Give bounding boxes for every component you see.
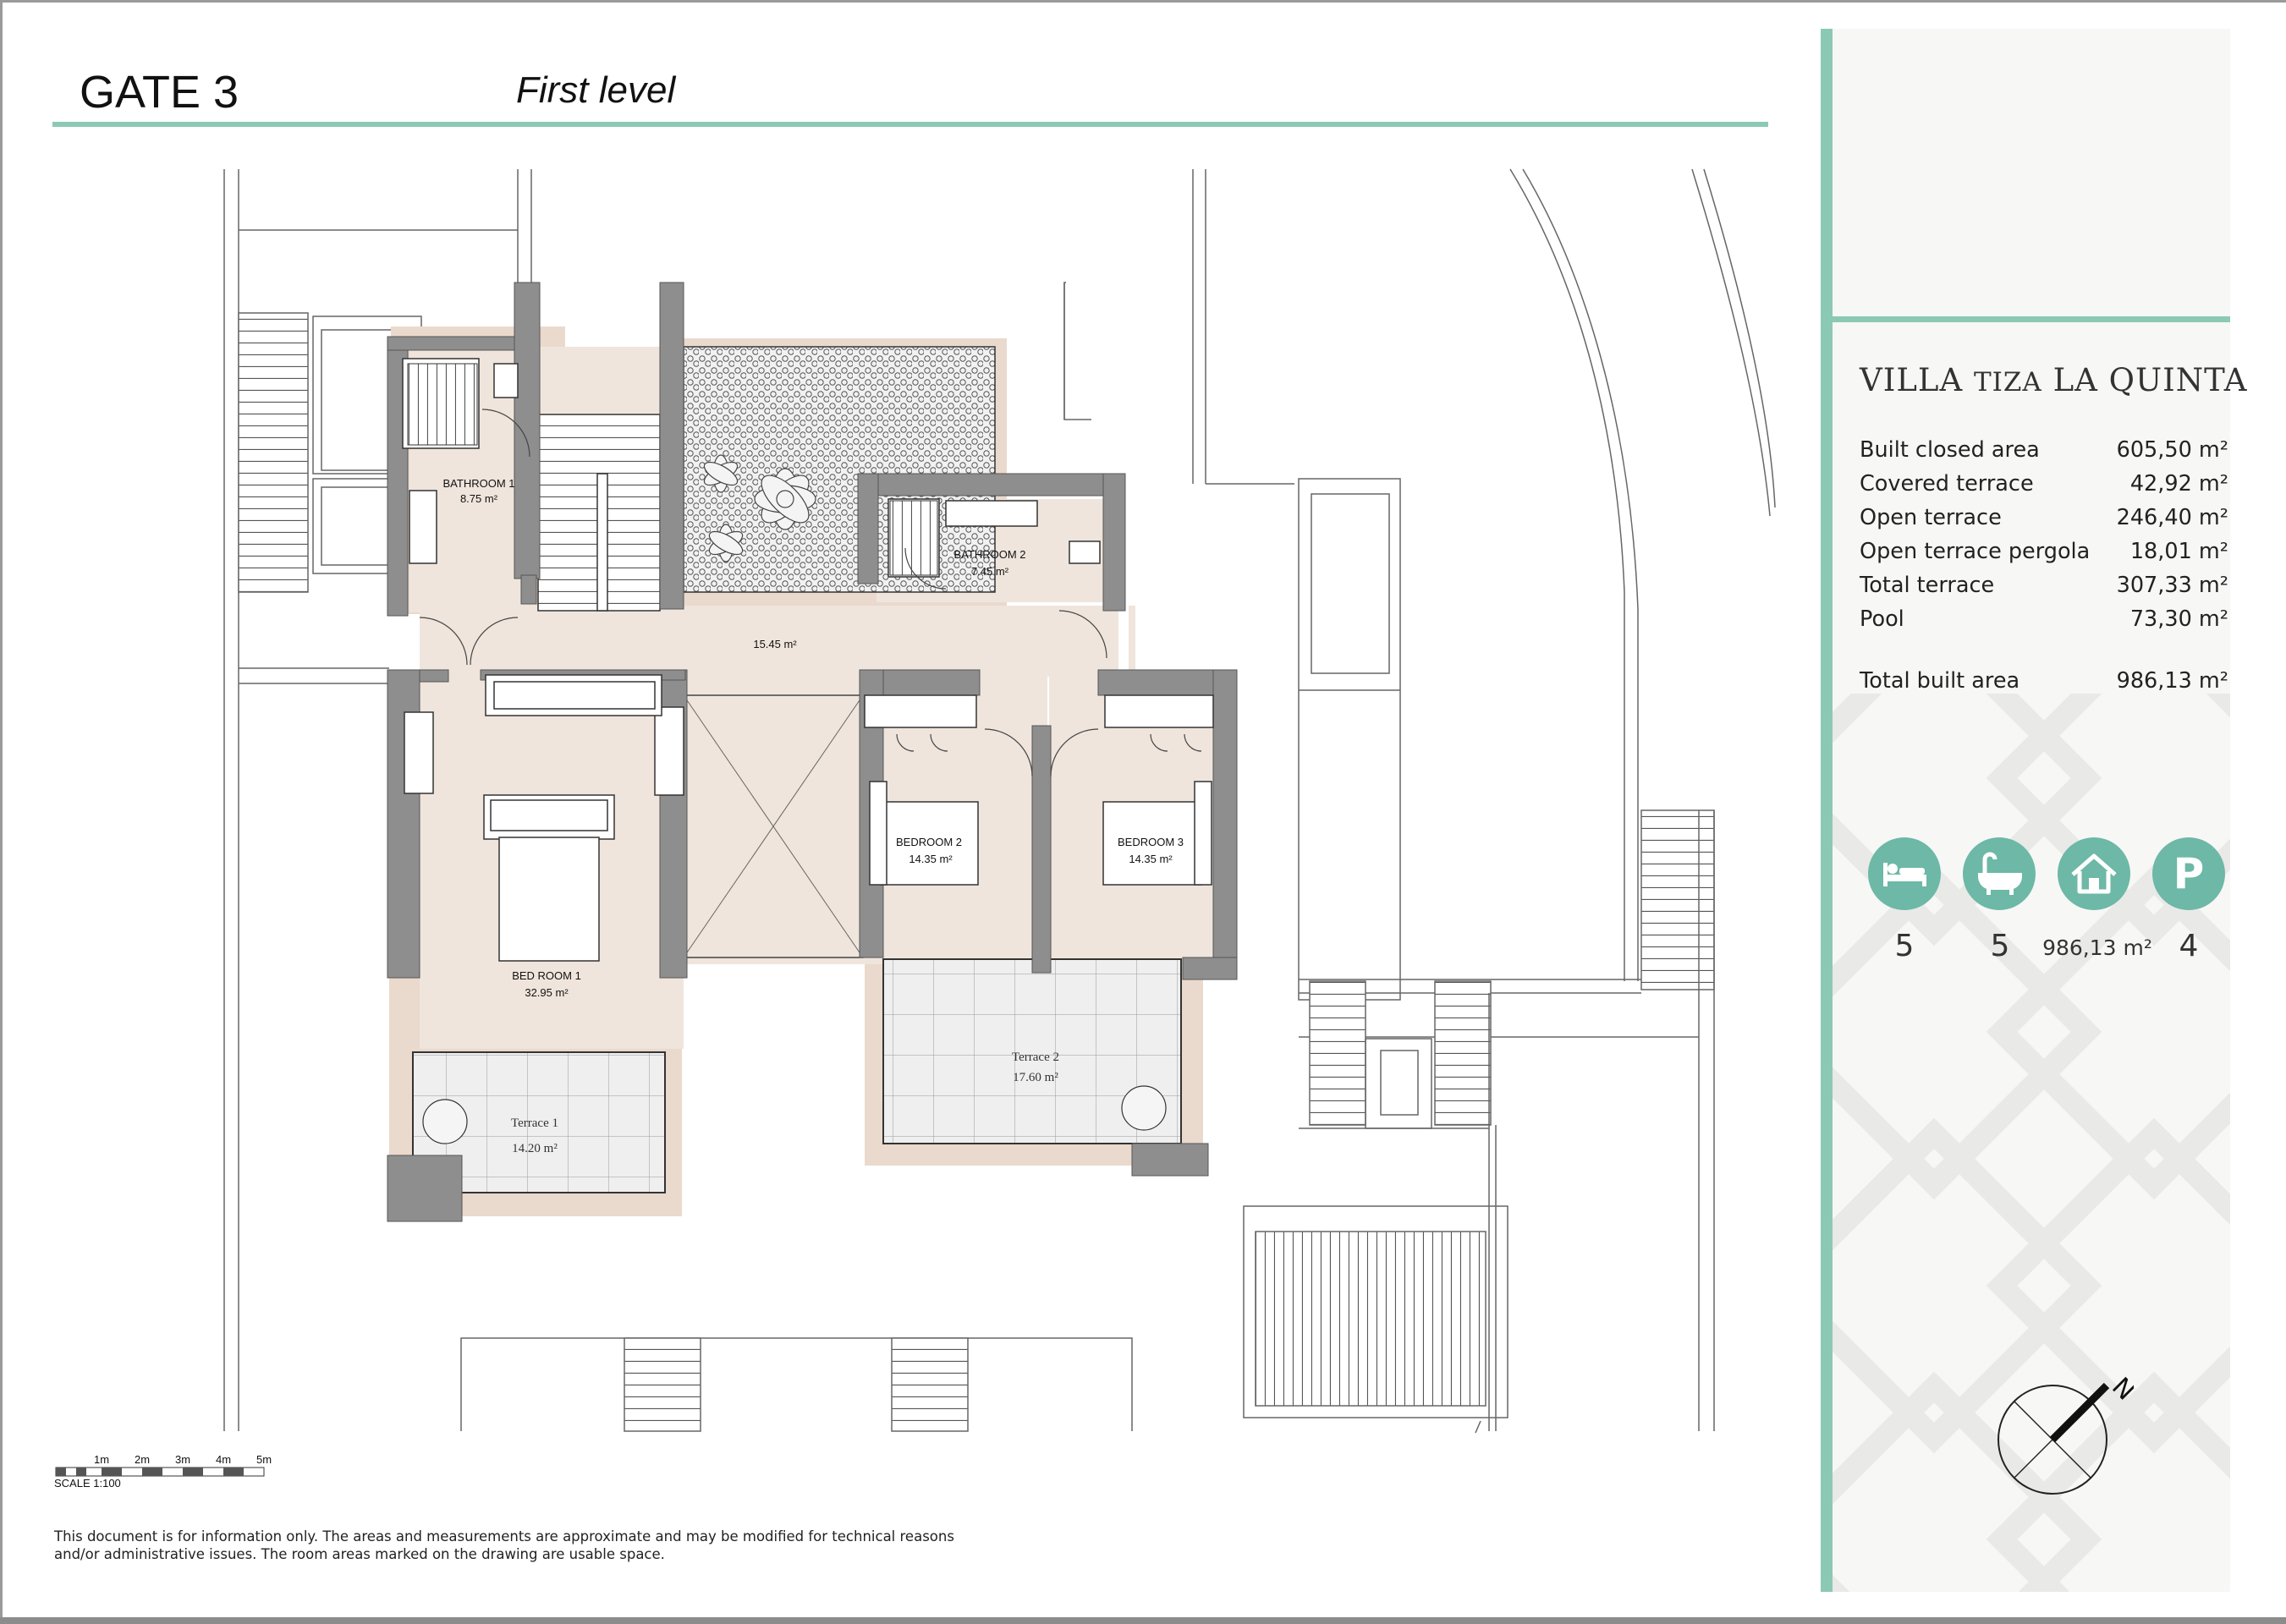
panel-separator [1833,316,2230,322]
terrace1-area: 14.20 m² [512,1142,558,1155]
total-area-value: 986,13 m² [2116,668,2228,694]
bathroom2-area: 7.45 m² [971,565,1009,578]
bedroom1-area: 32.95 m² [525,986,569,999]
area-label: Total terrace [1860,573,1995,598]
floor-plan: BATHROOM 1 8.75 m² BATHROOM 2 7.45 m² 15… [223,168,1776,1434]
disclaimer-line-2: and/or administrative issues. The room a… [54,1546,665,1562]
area-value: 605,50 m² [2116,437,2228,463]
page-frame-top [0,0,2286,3]
bathroom2-name: BATHROOM 2 [954,548,1026,561]
total-area-row: Total built area 986,13 m² [1860,664,2228,698]
scale-tick-3m: 3m [175,1453,190,1466]
title-underline [52,122,1768,127]
area-row: Open terrace 246,40 m² [1860,501,2228,535]
scale-bar: 1m 2m 3m 4m 5m [55,1453,272,1477]
scale-label: SCALE 1:100 [54,1477,121,1490]
area-row: Built closed area 605,50 m² [1860,433,2228,467]
bathroom1-area: 8.75 m² [460,492,498,505]
area-value: 18,01 m² [2129,539,2228,564]
north-label: N [2106,1372,2134,1407]
bathrooms-count: 5 [1990,929,2010,963]
bedroom3-area: 14.35 m² [1129,853,1173,865]
disclaimer: This document is for information only. T… [54,1528,1027,1563]
bedroom2-area: 14.35 m² [909,853,953,865]
area-row: Total terrace 307,33 m² [1860,568,2228,602]
disclaimer-line-1: This document is for information only. T… [54,1528,954,1544]
area-label: Pool [1860,606,1904,632]
area-label: Covered terrace [1860,471,2034,497]
bath-icon [1963,837,2036,910]
parking-icon: P [2152,837,2225,910]
terrace2-name: Terrace 2 [1012,1051,1059,1064]
area-row: Pool 73,30 m² [1860,602,2228,636]
bedrooms-count: 5 [1894,929,1915,963]
villa-title-part-3: LA QUINTA [2052,362,2248,398]
area-value: 246,40 m² [2116,505,2228,530]
villa-title-part-2: TIZA [1973,367,2042,398]
page-frame-left [0,0,3,1624]
north-arrow-icon: N [1998,1372,2134,1495]
bedroom2-name: BEDROOM 2 [896,836,962,848]
terrace2-area: 17.60 m² [1013,1071,1058,1084]
parking-count: 4 [2179,929,2199,963]
area-label: Open terrace [1860,505,2002,530]
bedroom1-name: BED ROOM 1 [512,969,581,982]
built-area-value: 986,13 m² [2042,935,2152,960]
area-label: Built closed area [1860,437,2040,463]
area-row: Open terrace pergola 18,01 m² [1860,535,2228,568]
scale-tick-5m: 5m [256,1453,272,1466]
villa-title-part-1: VILLA [1860,362,1964,398]
page-frame-bottom [0,1617,2286,1624]
bathroom1-name: BATHROOM 1 [443,477,515,490]
scale-tick-4m: 4m [216,1453,231,1466]
bedroom3-name: BEDROOM 3 [1118,836,1184,848]
area-label: Open terrace pergola [1860,539,2091,564]
terrace1-name: Terrace 1 [511,1116,558,1130]
area-value: 307,33 m² [2116,573,2228,598]
area-value: 42,92 m² [2129,471,2228,497]
scale-tick-2m: 2m [135,1453,150,1466]
area-table: Built closed area 605,50 m² Covered terr… [1860,433,2228,698]
hall-area: 15.45 m² [753,638,797,650]
gate-title: GATE 3 [80,67,239,118]
villa-title: VILLA TIZA LA QUINTA [1860,362,2247,398]
area-row: Covered terrace 42,92 m² [1860,467,2228,501]
area-value: 73,30 m² [2129,606,2228,632]
house-icon [2058,837,2130,910]
total-area-label: Total built area [1860,668,2020,694]
scale-tick-1m: 1m [94,1453,109,1466]
panel-accent-border [1821,29,1833,1592]
level-title: First level [516,69,676,111]
parking-symbol: P [2173,849,2205,898]
bed-icon [1868,837,1941,910]
